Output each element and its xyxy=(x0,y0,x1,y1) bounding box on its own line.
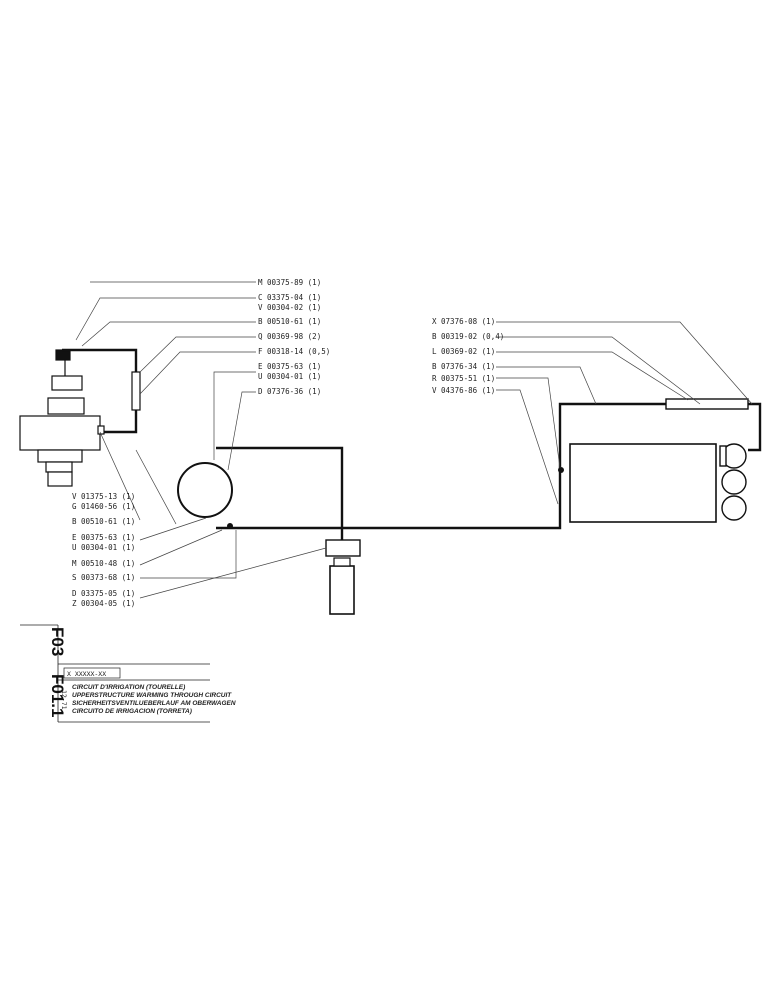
part-label: B 00510-61 (1) xyxy=(72,517,135,526)
part-label: E 00375-63 (1) xyxy=(258,362,321,371)
ref-code: X XXXXX-XX xyxy=(67,670,106,678)
sheet-code-primary: F03 xyxy=(48,627,67,656)
part-label: X 07376-08 (1) xyxy=(432,317,495,326)
part-label: G 01460-56 (1) xyxy=(72,502,135,511)
part-label: S 00373-68 (1) xyxy=(72,573,135,582)
title-line-fr: CIRCUIT D'IRRIGATION (TOURELLE) xyxy=(72,684,185,691)
title-block: X XXXXX-XX F03 F01.1 12-71 CIRCUIT D'IRR… xyxy=(20,624,236,723)
part-label: B 00319-02 (0,4) xyxy=(432,332,504,341)
part-label: V 01375-13 (1) xyxy=(72,492,135,501)
part-label: M 00510-48 (1) xyxy=(72,559,135,568)
title-line-en: UPPERSTRUCTURE WARMING THROUGH CIRCUIT xyxy=(72,692,232,699)
part-label: D 03375-05 (1) xyxy=(72,589,135,598)
tank-block xyxy=(569,443,717,523)
gauges xyxy=(719,443,747,521)
part-label: D 07376-36 (1) xyxy=(258,387,321,396)
parts-bottom-left: V 01375-13 (1) G 01460-56 (1) B 00510-61… xyxy=(72,492,135,608)
part-label: Z 00304-05 (1) xyxy=(72,599,135,608)
tee-fitting xyxy=(558,467,564,473)
parts-right: X 07376-08 (1) B 00319-02 (0,4) L 00369-… xyxy=(432,317,504,395)
accumulator-tank xyxy=(329,565,355,615)
leader-lines xyxy=(75,281,753,599)
valve-block-assembly xyxy=(19,349,105,487)
pump xyxy=(177,462,233,518)
sheet-date: 12-71 xyxy=(60,690,68,710)
part-label: M 00375-89 (1) xyxy=(258,278,321,287)
part-label: R 00375-51 (1) xyxy=(432,374,495,383)
valve-small xyxy=(325,539,361,557)
part-label: B 07376-34 (1) xyxy=(432,362,495,371)
part-label: L 00369-02 (1) xyxy=(432,347,495,356)
heater-tube xyxy=(665,398,749,410)
part-label: Q 00369-98 (2) xyxy=(258,332,321,341)
part-label: U 00304-01 (1) xyxy=(258,372,321,381)
title-line-es: CIRCUITO DE IRRIGACION (TORRETA) xyxy=(72,708,192,715)
title-line-de: SICHERHEITSVENTILUEBERLAUF AM OBERWAGEN xyxy=(72,700,236,707)
filter-element xyxy=(131,371,141,411)
part-label: V 04376-86 (1) xyxy=(432,386,495,395)
part-label: F 00318-14 (0,5) xyxy=(258,347,330,356)
part-label: V 00304-02 (1) xyxy=(258,303,321,312)
sheet-code-secondary: F01.1 xyxy=(48,674,67,717)
check-valve xyxy=(227,523,233,529)
part-label: E 00375-63 (1) xyxy=(72,533,135,542)
part-label: B 00510-61 (1) xyxy=(258,317,321,326)
part-label: U 00304-01 (1) xyxy=(72,543,135,552)
parts-left: M 00375-89 (1) C 03375-04 (1) V 00304-02… xyxy=(258,278,330,396)
part-label: C 03375-04 (1) xyxy=(258,293,321,302)
